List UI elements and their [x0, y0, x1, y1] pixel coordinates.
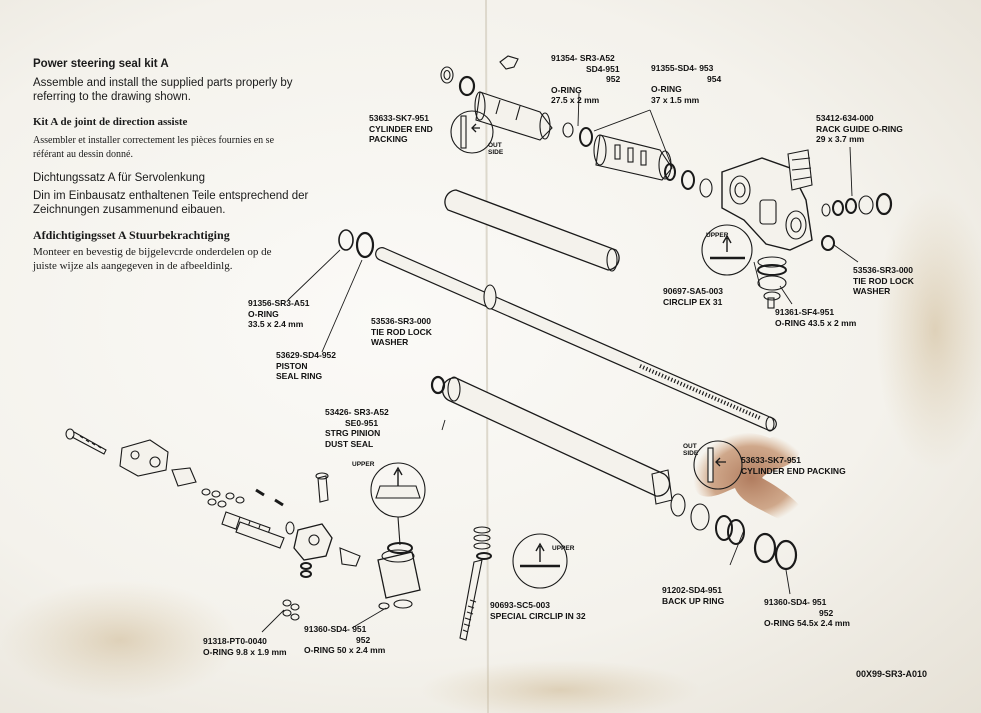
part-label-91354: 91354- SR3-A52 SD4-951 952 O-RING 27.5 x… [551, 53, 621, 105]
part-label-53629: 53629-SD4-952 PISTON SEAL RING [276, 350, 337, 381]
o-ring-91356 [338, 229, 354, 251]
pinion-assembly [65, 428, 421, 621]
part-label-91360-right: 91360-SD4- 951 952 O-RING 54.5x 2.4 mm [764, 597, 850, 628]
en-body-line: Assemble and install the supplied parts … [33, 77, 293, 89]
cylinder-housing [430, 375, 673, 505]
upper-caption: UPPER [352, 461, 375, 468]
de-title: Dichtungssatz A für Servolenkung [33, 172, 205, 184]
part-label-90693: 90693-SC5-003 SPECIAL CIRCLIP IN 32 [490, 600, 586, 621]
de-body-line: Zeichnungen zusammenund eibauen. [33, 204, 226, 216]
document-code: 00X99-SR3-A010 [856, 669, 928, 679]
part-label-90697: 90697-SA5-003 CIRCLIP EX 31 [663, 286, 724, 307]
outer-tube [444, 189, 620, 272]
valve-body-assembly [440, 55, 893, 309]
circlip-detail [701, 224, 753, 276]
o-ring-91360 [774, 539, 798, 571]
upper-caption: UPPER [706, 232, 729, 239]
de-body-line: Din im Einbausatz enthaltenen Teile ents… [33, 190, 309, 202]
nl-body-line: Monteer en bevestig de bijgelevcrde onde… [33, 246, 272, 258]
part-label-91318: 91318-PT0-0040 O-RING 9.8 x 1.9 mm [203, 636, 287, 657]
fr-title: Kit A de joint de direction assiste [33, 116, 188, 128]
upper-caption: UPPER [552, 545, 575, 552]
smudge-stain [875, 190, 981, 470]
dust-seal-detail [370, 462, 426, 546]
en-body-line: referring to the drawing shown. [33, 91, 191, 103]
part-label-91202: 91202-SD4-951 BACK UP RING [662, 585, 725, 606]
part-label-53536-mid: 53536-SR3-000 TIE ROD LOCK WASHER [371, 316, 432, 347]
leader-lines [261, 92, 859, 633]
outside-detail [450, 110, 494, 154]
special-circlip-detail [512, 533, 568, 589]
part-label-91360-left: 91360-SD4- 951 952 O-RING 50 x 2.4 mm [304, 624, 386, 655]
part-label-53536-right: 53536-SR3-000 TIE ROD LOCK WASHER [853, 265, 914, 296]
fr-body-line: Assembler et installer correctement les … [33, 135, 275, 146]
nl-body-line: juiste wijze als aangegeven in de afbeel… [33, 260, 233, 272]
part-label-91356: 91356-SR3-A51 O-RING 33.5 x 2.4 mm [248, 298, 310, 329]
back-up-ring [753, 532, 777, 564]
smudge-stain [420, 660, 700, 713]
part-label-91355: 91355-SD4- 953 954 O-RING 37 x 1.5 mm [651, 63, 722, 105]
en-title: Power steering seal kit A [33, 58, 169, 70]
smudge-stain [0, 580, 240, 700]
outside-caption: OUT SIDE [683, 443, 699, 457]
fr-body-line: référant au dessin donné. [33, 149, 133, 160]
part-label-53633-right: 53633-SK7-951 CYLINDER END PACKING [741, 455, 846, 476]
part-label-53633-top: 53633-SK7-951 CYLINDER END PACKING [369, 113, 433, 144]
pinion-shaft [459, 526, 492, 641]
outside-detail [693, 440, 743, 490]
rust-stain [693, 432, 810, 525]
part-label-53426: 53426- SR3-A52 SE0-951 STRG PINION DUST … [325, 407, 389, 449]
piston-seal-ring [355, 231, 375, 259]
part-label-91361: 91361-SF4-951 O-RING 43.5 x 2 mm [775, 307, 857, 328]
nl-title: Afdichtigingsset A Stuurbekrachtiging [33, 228, 230, 242]
outside-caption: OUT SIDE [488, 142, 504, 156]
part-label-53412: 53412-634-000 RACK GUIDE O-RING 29 x 3.7… [816, 113, 903, 144]
rack-shaft [375, 247, 777, 432]
